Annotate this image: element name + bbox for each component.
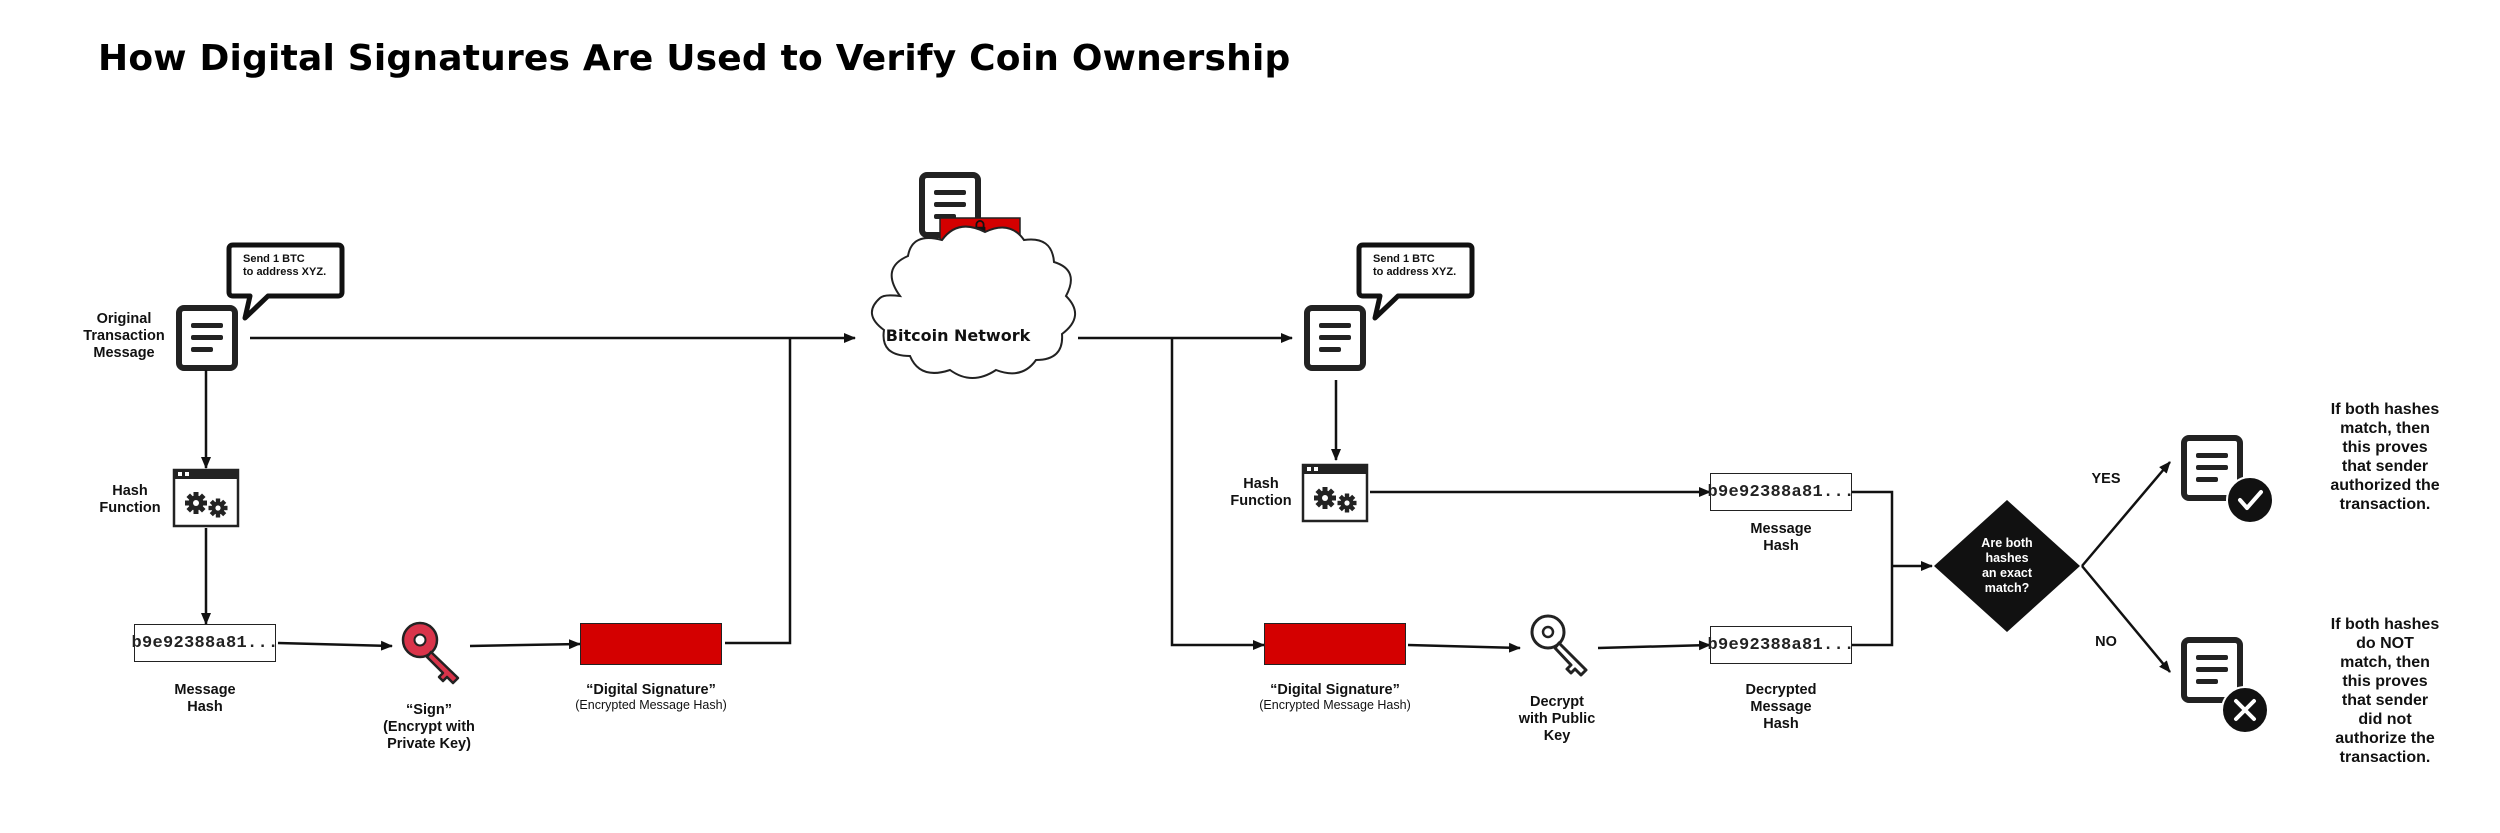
- verified-document-icon: [2184, 438, 2274, 524]
- receiver-digital-signature-label: “Digital Signature”: [1270, 682, 1400, 698]
- message-document-icon: [179, 308, 235, 368]
- receiver-digital-signature-sublabel: (Encrypted Message Hash): [1259, 698, 1411, 712]
- received-message-document-icon: [1307, 308, 1363, 368]
- network-label: Bitcoin Network: [885, 326, 1031, 345]
- digital-signature-box: [580, 623, 722, 665]
- digital-signature-sublabel: (Encrypted Message Hash): [575, 698, 727, 712]
- hash-function-icon: [172, 468, 240, 528]
- yes-label: YES: [2091, 471, 2121, 487]
- speech-bubble-icon: [226, 242, 345, 321]
- page-title: How Digital Signatures Are Used to Verif…: [98, 38, 1291, 79]
- receiver-message-hash-box: b9e92388a81...: [1707, 473, 1854, 511]
- receiver-digital-signature-box: [1264, 623, 1406, 665]
- private-key-icon: [401, 621, 460, 685]
- no-label: NO: [2095, 634, 2117, 650]
- digital-signature-label: “Digital Signature”: [586, 682, 716, 698]
- decrypted-hash-box: b9e92388a81...: [1707, 626, 1854, 664]
- connectors: [201, 333, 2171, 673]
- receiver-speech-bubble-icon: [1356, 242, 1475, 321]
- decision-diamond: [1934, 500, 2080, 632]
- bitcoin-network-cloud: [871, 225, 1076, 379]
- message-hash-box: b9e92388a81...: [131, 624, 278, 662]
- rejected-document-icon: [2184, 640, 2269, 734]
- public-key-icon: [1530, 614, 1588, 677]
- receiver-hash-function-icon: [1301, 463, 1369, 523]
